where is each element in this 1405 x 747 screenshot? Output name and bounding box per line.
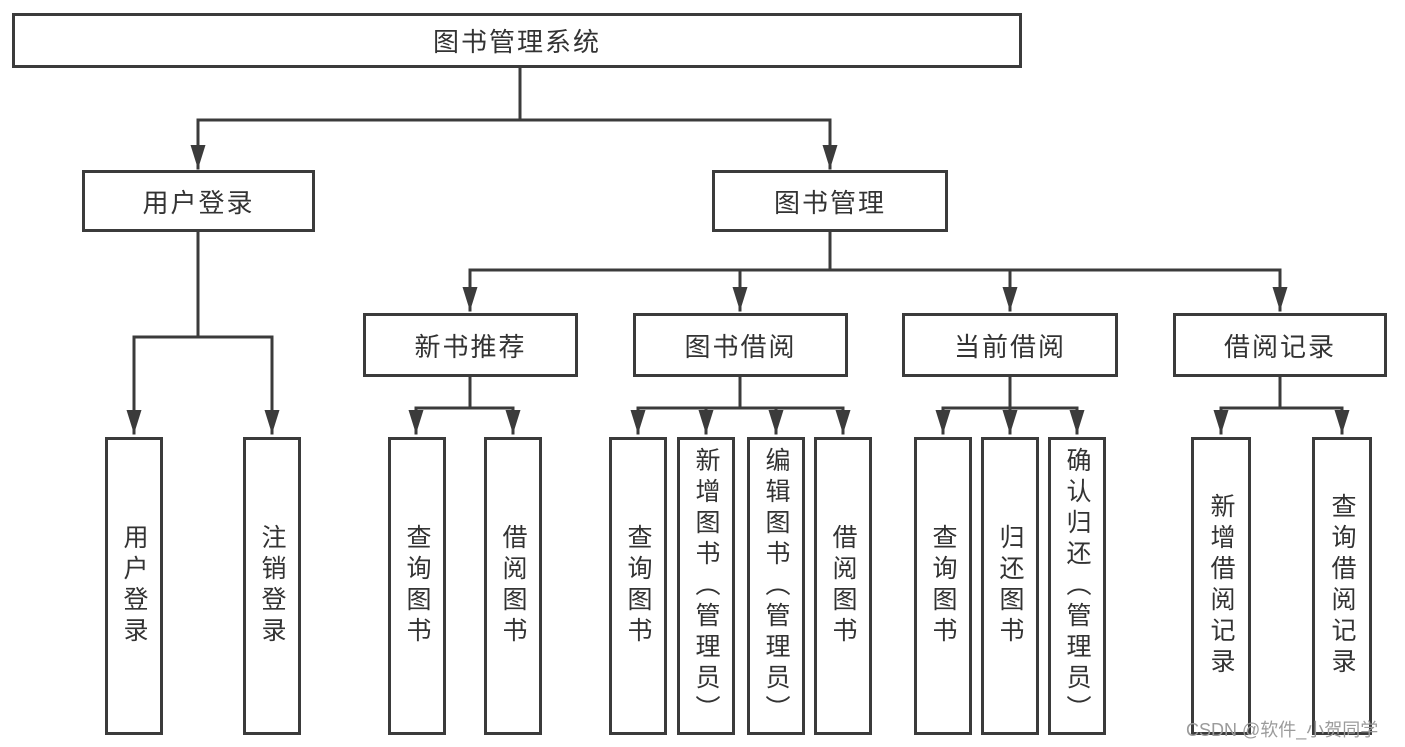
leaf-logout: 注销登录 [243,437,301,735]
node-book-borrowing: 图书借阅 [633,313,848,377]
node-current-borrowing: 当前借阅 [902,313,1118,377]
leaf-label: 借阅图书 [829,524,857,648]
leaf-label: 查询图书 [624,524,652,648]
leaf-label: 编辑图书（管理员） [762,446,790,726]
leaf-add-borrow-record: 新增借阅记录 [1191,437,1251,735]
leaf-label: 查询图书 [403,524,431,648]
leaf-label: 确认归还（管理员） [1063,446,1091,726]
node-book-management: 图书管理 [712,170,948,232]
node-new-book-recommend: 新书推荐 [363,313,578,377]
leaf-borrow-books: 借阅图书 [814,437,872,735]
node-borrowing-records: 借阅记录 [1173,313,1387,377]
leaf-confirm-return-admin: 确认归还（管理员） [1048,437,1106,735]
leaf-label: 用户登录 [120,524,148,648]
leaf-label: 借阅图书 [499,524,527,648]
leaf-recommend-query-books: 查询图书 [388,437,446,735]
leaf-query-borrow-record: 查询借阅记录 [1312,437,1372,735]
leaf-recommend-borrow-books: 借阅图书 [484,437,542,735]
leaf-label: 新增图书（管理员） [692,446,720,726]
leaf-label: 注销登录 [258,524,286,648]
node-library-management-system: 图书管理系统 [12,13,1022,68]
node-user-login: 用户登录 [82,170,315,232]
leaf-label: 查询图书 [929,524,957,648]
leaf-edit-books-admin: 编辑图书（管理员） [747,437,805,735]
leaf-borrow-query-books: 查询图书 [609,437,667,735]
leaf-add-books-admin: 新增图书（管理员） [677,437,735,735]
leaf-label: 归还图书 [996,524,1024,648]
csdn-watermark: CSDN @软件_小贺同学 [1186,720,1379,740]
leaf-current-query-books: 查询图书 [914,437,972,735]
leaf-label: 查询借阅记录 [1328,493,1356,679]
leaf-user-login: 用户登录 [105,437,163,735]
leaf-return-books: 归还图书 [981,437,1039,735]
leaf-label: 新增借阅记录 [1207,493,1235,679]
